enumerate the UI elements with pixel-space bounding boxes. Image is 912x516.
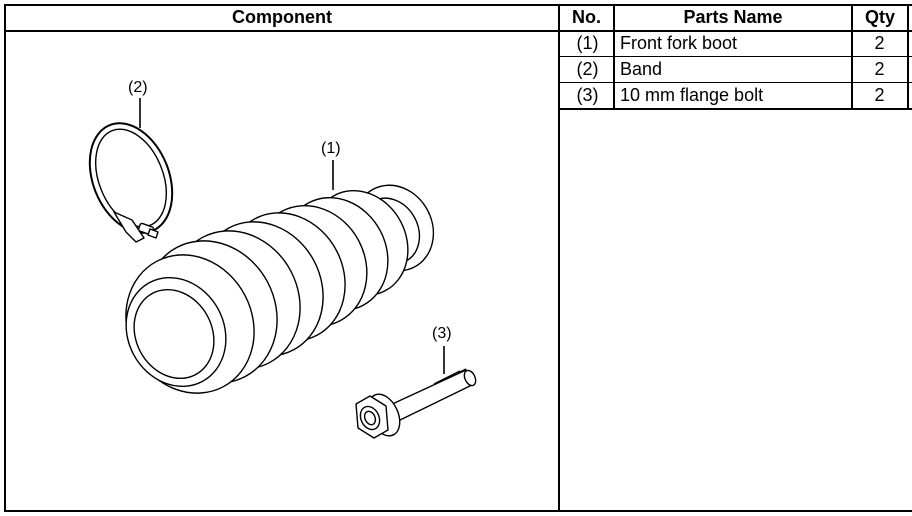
row-rule-3 <box>558 108 912 110</box>
row-3-qty: 2 <box>874 85 885 105</box>
row-1-no: (1) <box>576 33 599 53</box>
row-1-qty: 2 <box>874 33 885 53</box>
col-sep-qty <box>907 4 909 110</box>
row-2-no: (2) <box>576 59 599 79</box>
row-2-name: Band <box>620 59 663 79</box>
row-2-qty: 2 <box>874 59 885 79</box>
border-bottom <box>4 510 560 512</box>
flange-bolt-drawing <box>355 368 477 439</box>
parts-table: Component No. Parts Name Qty (1) Front f… <box>4 4 912 512</box>
border-bottom-right <box>558 510 912 512</box>
header-component: Component <box>232 7 332 27</box>
header-qty: Qty <box>864 7 895 27</box>
row-1-name: Front fork boot <box>620 33 738 53</box>
row-3-no: (3) <box>576 85 599 105</box>
border-top <box>4 4 912 6</box>
col-sep-name <box>851 4 853 110</box>
band-drawing <box>88 122 174 243</box>
border-left <box>4 4 6 512</box>
callout-band: (2) <box>128 79 148 96</box>
header-parts-name: Parts Name <box>683 7 783 27</box>
component-illustration: (2) (1) (3) <box>88 79 477 439</box>
header-no: No. <box>572 7 601 27</box>
row-rule-1 <box>558 56 912 57</box>
callout-bolt: (3) <box>432 325 452 342</box>
col-sep-component <box>558 4 560 512</box>
header-rule <box>4 30 912 32</box>
row-rule-2 <box>558 82 912 83</box>
fork-boot-drawing <box>125 184 435 394</box>
row-3-name: 10 mm flange bolt <box>620 85 764 105</box>
callout-boot: (1) <box>321 140 341 157</box>
col-sep-no <box>613 4 615 110</box>
